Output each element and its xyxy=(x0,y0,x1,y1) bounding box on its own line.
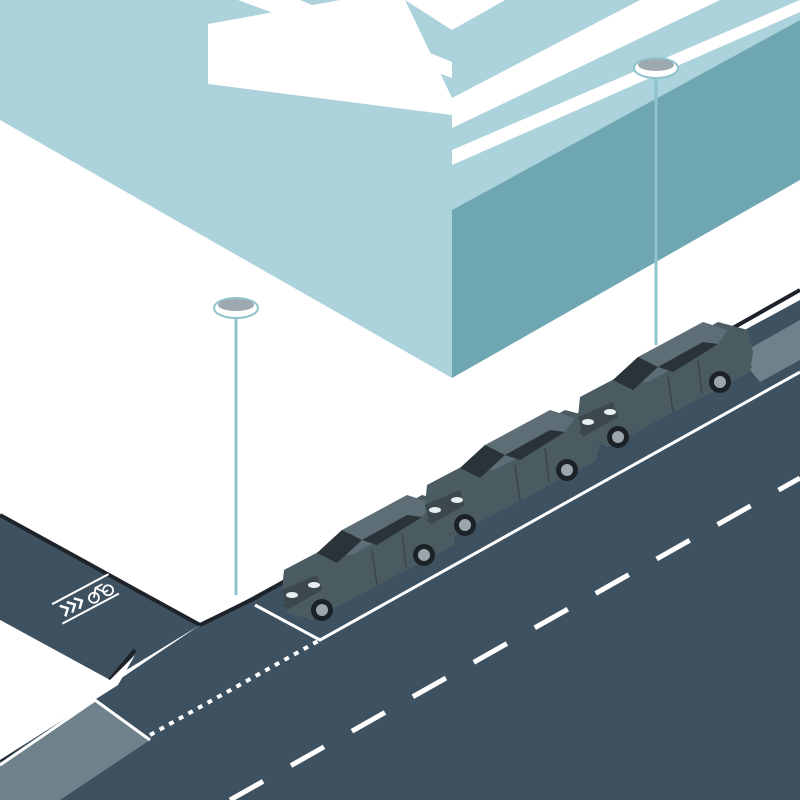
building-floor-band-1 xyxy=(208,0,452,115)
building-right-face xyxy=(452,20,800,378)
building-floor-band-5 xyxy=(405,0,505,30)
side-road-surface xyxy=(0,515,200,680)
parking-bay-line xyxy=(254,370,800,642)
street-lamp-1 xyxy=(213,297,259,595)
chevron-arrows-icon xyxy=(59,597,84,617)
left-bike-lane xyxy=(0,700,150,800)
side-road xyxy=(0,513,201,680)
building-floor-band-2 xyxy=(238,0,452,78)
left-bike-lane-border xyxy=(0,698,151,767)
side-road-edge xyxy=(0,513,201,627)
building-floor-band-4 xyxy=(452,0,800,165)
bicycle-icon xyxy=(88,583,114,604)
corner-sidewalk xyxy=(0,620,135,760)
street-lamp-2 xyxy=(633,57,679,345)
building xyxy=(0,0,800,378)
bike-lane-marking xyxy=(51,573,120,625)
building-floor-band-3 xyxy=(452,0,720,128)
right-bike-lane xyxy=(738,320,800,382)
